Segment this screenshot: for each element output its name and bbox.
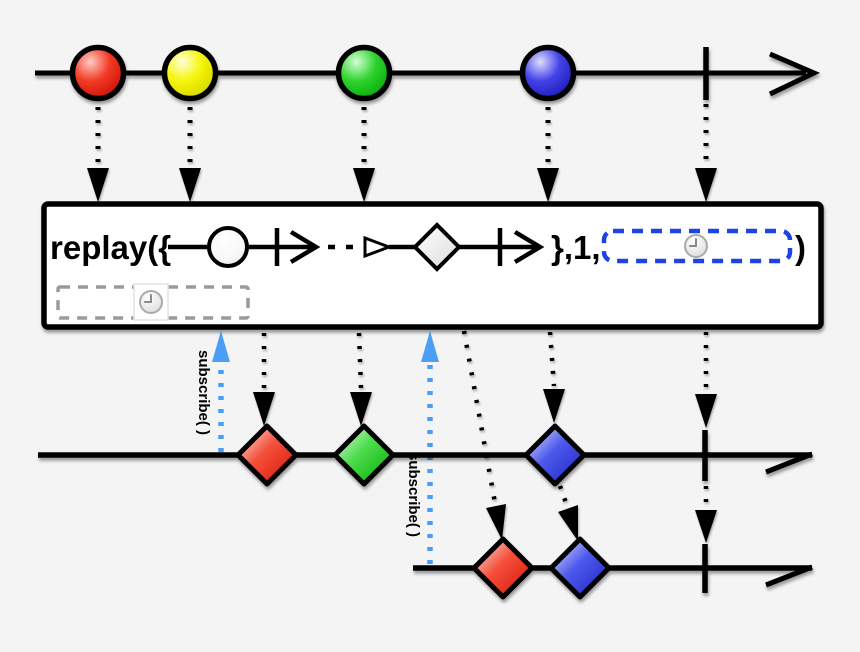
buffer-window-argument (601, 228, 793, 264)
projection-mini-diagram (168, 222, 545, 272)
arrow-red-in-icon (87, 107, 109, 202)
subscriber2-arrowhead-icon (765, 564, 813, 588)
arrow-yellow-in-icon (179, 107, 201, 202)
subscribe-arrow-1-icon (212, 331, 230, 452)
operator-box: replay({ },1, ) (41, 201, 824, 330)
arrow-blue-out2-icon (557, 485, 578, 541)
arrow-blue-out1-icon (543, 331, 565, 423)
subscribe-arrows: subscribe( ) subscribe( ) (195, 331, 439, 564)
projection-triangle-icon (363, 235, 394, 259)
subscriber1-arrowhead-icon (765, 451, 813, 475)
projection-arrowhead-2-icon (513, 230, 545, 264)
subscribe-arrow-2-icon (421, 331, 439, 564)
projection-circle-marble (207, 226, 249, 268)
operator-label-suffix: ) (795, 229, 806, 266)
diamond-blue-1 (523, 423, 587, 487)
arrow-green-in-icon (353, 107, 375, 202)
diamond-blue-2 (548, 536, 612, 600)
arrow-blue-in-icon (537, 107, 559, 202)
marble-green-circle (335, 44, 393, 102)
source-to-box-arrows (87, 104, 717, 202)
subscriber1-timeline (38, 423, 813, 487)
buffer-window-rect (601, 228, 793, 264)
subscribe-label-1: subscribe( ) (195, 350, 212, 435)
arrow-red-out1-icon (253, 333, 275, 426)
subscriber2-timeline (413, 536, 813, 600)
arrow-red-out2-icon (461, 330, 506, 540)
source-timeline-arrowhead-icon (768, 51, 821, 97)
clock-icon (139, 290, 163, 314)
arrow-complete-out2-icon (695, 486, 717, 543)
marble-blue-circle (519, 44, 577, 102)
operator-label-prefix: replay({ (50, 229, 171, 266)
box-to-output-arrows (253, 330, 717, 543)
diamond-red-1 (235, 423, 299, 487)
projection-arrowhead-1-icon (289, 230, 321, 264)
scheduler-window (56, 283, 250, 321)
arrow-complete-out1-icon (695, 332, 717, 428)
source-timeline (35, 44, 821, 102)
operator-label-middle: },1, (551, 229, 601, 266)
marble-yellow-circle (161, 44, 219, 102)
clock-icon (684, 234, 708, 258)
diamond-red-2 (471, 536, 535, 600)
marble-red-circle (69, 44, 127, 102)
subscribe-label-2: subscribe( ) (405, 452, 422, 537)
arrow-complete-in-icon (695, 104, 717, 202)
arrow-green-out1-icon (350, 332, 372, 426)
diamond-green-1 (332, 423, 396, 487)
